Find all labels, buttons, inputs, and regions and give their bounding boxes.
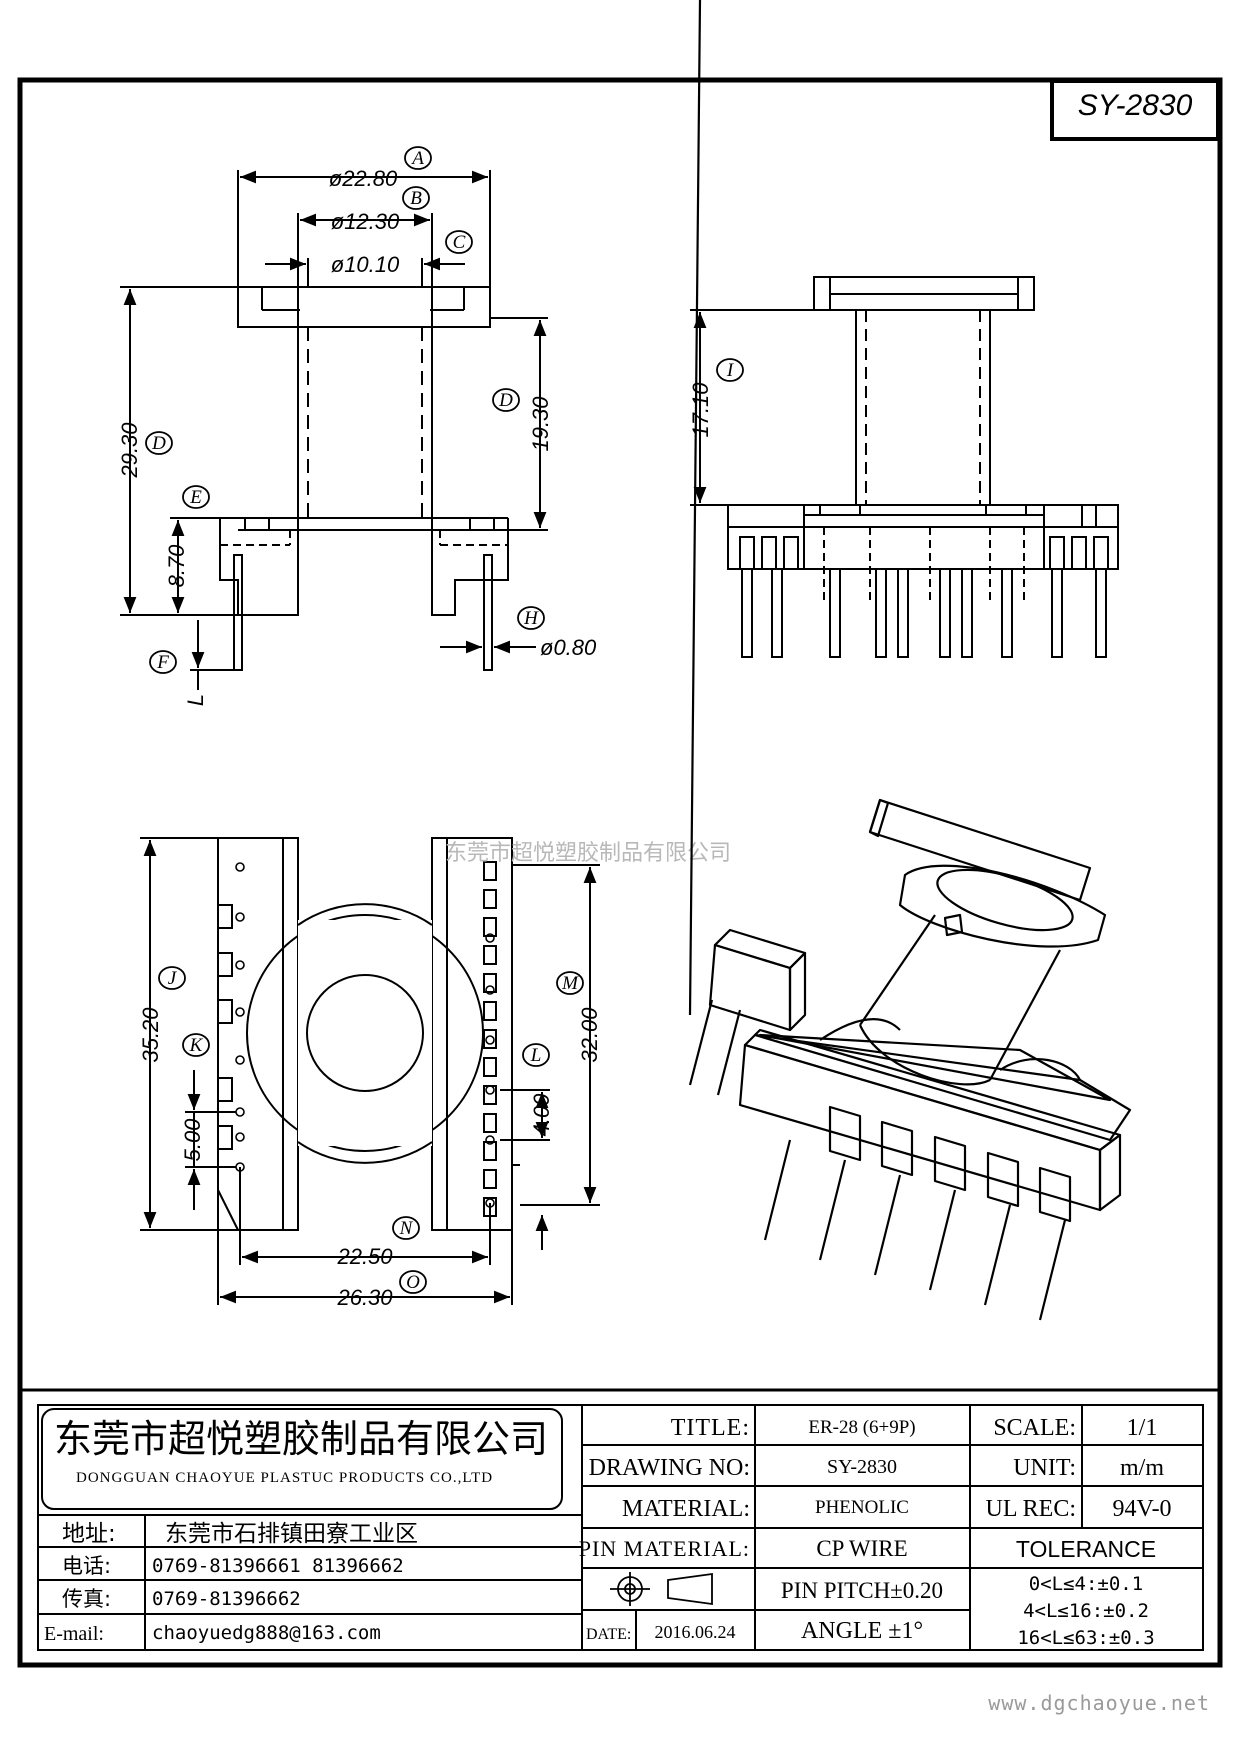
dim-n-value: 22.50 <box>336 1244 393 1269</box>
callout-l: L <box>522 1043 550 1067</box>
callout-e: E <box>182 485 210 509</box>
tolerance-range-1: 0<L≤4:±0.1 <box>1029 1573 1143 1595</box>
date-label: DATE: <box>586 1626 631 1643</box>
callout-h: H <box>517 606 545 630</box>
callout-l-text: L <box>530 1045 542 1066</box>
part-number-box: SY-2830 <box>1050 79 1220 141</box>
callout-j: J <box>158 966 186 990</box>
drawing-no-value: SY-2830 <box>827 1456 897 1478</box>
phone-label: 电话: <box>62 1554 111 1578</box>
dim-m-value: 32.00 <box>577 1007 602 1063</box>
callout-m-text: M <box>561 973 579 994</box>
callout-c: C <box>445 230 473 254</box>
dim-a-value: ø22.80 <box>329 166 398 191</box>
callout-b: B <box>402 186 430 210</box>
bottom-view <box>217 837 520 1231</box>
watermark-text: 东莞市超悦塑胶制品有限公司 <box>445 841 731 866</box>
projection-symbol <box>610 1572 713 1606</box>
callout-h-text: H <box>523 608 539 629</box>
callout-f: F <box>149 650 177 674</box>
dim-c-value: ø10.10 <box>331 252 400 277</box>
website-url: www.dgchaoyue.net <box>988 1691 1210 1715</box>
bottom-view-pin-holes-right <box>485 933 495 1208</box>
material-value: PHENOLIC <box>815 1497 909 1518</box>
front-view-dimensions: ø22.80 ø12.30 ø10.10 19.30 29.30 8.70 L … <box>117 166 597 706</box>
callout-c-text: C <box>453 232 466 253</box>
dim-i-value: 17.10 <box>688 382 713 438</box>
callout-e-text: E <box>189 487 202 508</box>
ul-label: UL REC: <box>986 1496 1076 1522</box>
dim-l-value: 4.00 <box>529 1093 554 1137</box>
callout-i-text: I <box>726 360 735 381</box>
callout-labels: AB C D E F H I J K L M N O D <box>145 146 744 1294</box>
callout-a-text: A <box>410 148 424 169</box>
email-label: E-mail: <box>44 1623 104 1645</box>
callout-i: I <box>716 358 744 382</box>
title-block-text: 东莞市超悦塑胶制品有限公司 DONGGUAN CHAOYUE PLASTUC P… <box>44 1415 1172 1649</box>
dim-j-value: 35.20 <box>138 1007 163 1063</box>
callout-o: O <box>399 1270 427 1294</box>
phone-value: 0769-81396661 81396662 <box>152 1555 404 1577</box>
pin-pitch-value: PIN PITCH±0.20 <box>781 1578 943 1603</box>
tolerance-range-3: 16<L≤63:±0.3 <box>1017 1627 1154 1649</box>
company-name-cn: 东莞市超悦塑胶制品有限公司 <box>54 1417 548 1461</box>
dim-h-value: ø0.80 <box>540 635 597 660</box>
address-label: 地址: <box>62 1521 116 1547</box>
pin-material-label: PIN MATERIAL: <box>579 1536 750 1561</box>
scale-value: 1/1 <box>1127 1415 1158 1441</box>
date-value: 2016.06.24 <box>655 1622 736 1642</box>
dim-d-outer-value: 29.30 <box>117 422 142 479</box>
bottom-view-dimensions: 35.20 5.00 4.00 32.00 22.50 26.30 <box>138 1007 602 1310</box>
company-name-en: DONGGUAN CHAOYUE PLASTUC PRODUCTS CO.,LT… <box>76 1470 493 1486</box>
dim-o-value: 26.30 <box>336 1285 393 1310</box>
callout-b-text: B <box>410 188 422 209</box>
side-view <box>690 276 1119 658</box>
callout-n: N <box>392 1216 420 1240</box>
callout-m: M <box>556 971 584 995</box>
callout-d-text: D <box>151 433 166 454</box>
callout-n-text: N <box>399 1218 414 1239</box>
tolerance-label: TOLERANCE <box>1016 1536 1156 1562</box>
front-view <box>120 170 548 690</box>
dim-e-value: 8.70 <box>164 544 189 588</box>
callout-k: K <box>182 1033 210 1057</box>
callout-o-text: O <box>406 1272 420 1293</box>
dim-k-value: 5.00 <box>180 1118 205 1162</box>
dim-f-value: L <box>183 694 208 706</box>
pin-material-value: CP WIRE <box>816 1536 907 1561</box>
callout-d: D <box>145 431 173 455</box>
title-block-grid <box>20 1388 1220 1651</box>
unit-value: m/m <box>1120 1455 1164 1481</box>
fax-value: 0769-81396662 <box>152 1588 301 1610</box>
title-label: TITLE: <box>671 1415 750 1441</box>
bottom-view-pin-holes-left <box>235 862 245 1172</box>
isometric-view <box>688 0 1132 1321</box>
bottom-view-dimension-lines <box>140 837 600 1305</box>
unit-label: UNIT: <box>1013 1455 1076 1481</box>
fax-label: 传真: <box>62 1587 111 1611</box>
address-value: 东莞市石排镇田寮工业区 <box>165 1521 418 1547</box>
material-label: MATERIAL: <box>622 1496 750 1522</box>
part-number: SY-2830 <box>1078 89 1193 122</box>
angle-value: ANGLE ±1° <box>801 1618 923 1644</box>
callout-k-text: K <box>189 1035 204 1056</box>
callout-j-text: J <box>168 968 178 989</box>
dim-b-value: ø12.30 <box>331 209 400 234</box>
title-value: ER-28 (6+9P) <box>808 1417 915 1438</box>
drawing-no-label: DRAWING NO: <box>589 1455 750 1481</box>
dim-d-inner-value: 19.30 <box>528 396 553 452</box>
scale-label: SCALE: <box>993 1415 1076 1441</box>
ul-value: 94V-0 <box>1112 1496 1171 1522</box>
callout-a: A <box>404 146 432 170</box>
tolerance-range-2: 4<L≤16:±0.2 <box>1023 1600 1149 1622</box>
callout-f-text: F <box>156 652 169 673</box>
sheet-border <box>17 77 1223 1668</box>
callout-d-inner: D <box>492 388 520 412</box>
callout-d-inner-text: D <box>498 390 513 411</box>
email-value: chaoyuedg888@163.com <box>152 1622 381 1644</box>
